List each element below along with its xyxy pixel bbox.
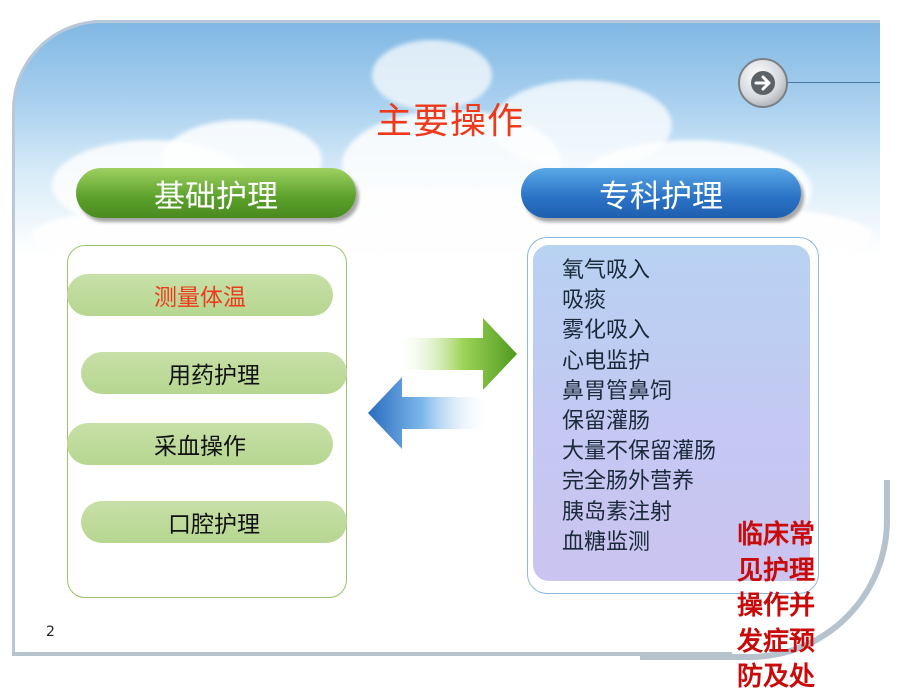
special-care-panel-fill [533,245,810,581]
basic-care-item[interactable]: 口腔护理 [81,501,347,543]
slide-frame-bottom [12,652,732,656]
basic-care-header: 基础护理 [76,168,356,218]
slide-frame [12,20,880,652]
special-care-item[interactable]: 吸痰 [562,288,607,314]
special-care-item[interactable]: 雾化吸入 [562,318,651,344]
special-care-item[interactable]: 心电监护 [562,348,651,374]
special-care-item[interactable]: 完全肠外营养 [562,469,695,495]
special-care-item[interactable]: 血糖监测 [562,529,651,555]
slide-title: 主要操作 [375,101,524,142]
special-care-item[interactable]: 鼻胃管鼻饲 [562,378,673,404]
special-care-item[interactable]: 氧气吸入 [562,258,651,283]
special-care-item[interactable]: 大量不保留灌肠 [562,439,717,465]
nav-divider-line [788,82,880,83]
blue-arrow-left-icon [368,377,490,449]
special-care-item[interactable]: 保留灌肠 [562,409,651,435]
basic-care-item[interactable]: 用药护理 [81,352,347,394]
special-care-item[interactable]: 胰岛素注射 [562,499,673,525]
page-number: 2 [46,624,55,640]
special-care-list: 氧气吸入 吸痰 雾化吸入 心电监护 鼻胃管鼻饲 保留灌肠 大量不保留灌肠 完全肠… [562,256,716,558]
basic-care-item[interactable]: 采血操作 [67,423,333,465]
special-care-header: 专科护理 [521,168,801,218]
arrow-right-icon [751,71,775,95]
complication-note: 临床常见护理操作并发症预防及处 [737,520,816,692]
next-slide-button[interactable] [738,58,788,108]
green-arrow-right-icon [395,318,517,390]
basic-care-item[interactable]: 测量体温 [67,274,333,316]
sky-background [12,20,880,255]
